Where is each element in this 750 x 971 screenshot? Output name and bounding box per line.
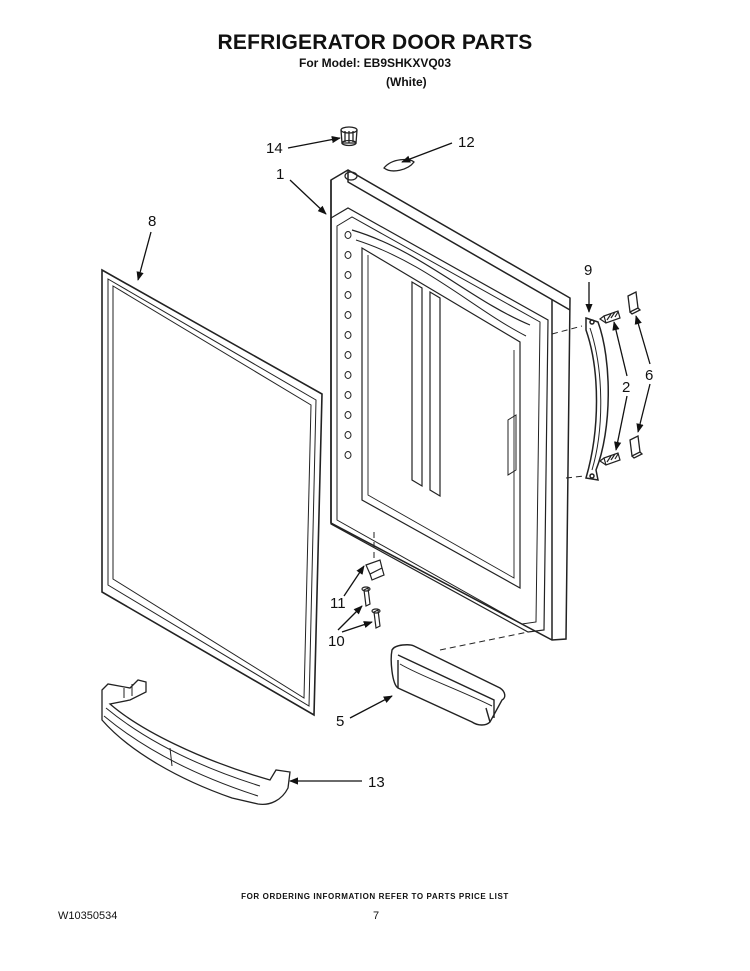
lower-trim-part — [101, 679, 291, 806]
callout-5: 5 — [336, 713, 344, 730]
callout-1: 1 — [276, 166, 284, 183]
page-title: REFRIGERATOR DOOR PARTS — [217, 31, 533, 54]
callout-8: 8 — [148, 213, 156, 230]
page-number: 7 — [373, 910, 380, 922]
alignment-lines — [373, 325, 585, 651]
callout-12: 12 — [458, 134, 475, 151]
callout-2: 2 — [622, 379, 630, 396]
callout-10: 10 — [328, 633, 345, 650]
leader-lines — [136, 135, 651, 785]
hinge-shim-part — [383, 158, 415, 172]
document-number: W10350534 — [58, 910, 118, 922]
door-handle-part — [585, 316, 609, 481]
callout-9: 9 — [584, 262, 592, 279]
hinge-bushing-part — [340, 126, 358, 147]
door-bin-part — [390, 644, 506, 726]
handle-caps-part — [627, 291, 644, 459]
model-line: For Model: EB9SHKXVQ03 — [298, 56, 452, 70]
model-color: (White) — [386, 75, 427, 89]
door-stop-part — [365, 559, 385, 581]
callout-14: 14 — [266, 140, 283, 157]
callout-11: 11 — [330, 595, 346, 612]
callout-6: 6 — [645, 367, 653, 384]
door-assembly-part — [330, 169, 571, 641]
door-stop-screws-part — [361, 586, 381, 629]
handle-screws-part — [598, 310, 621, 466]
ordering-note: FOR ORDERING INFORMATION REFER TO PARTS … — [241, 892, 509, 901]
door-gasket-part — [101, 268, 323, 717]
callout-13: 13 — [368, 774, 385, 791]
